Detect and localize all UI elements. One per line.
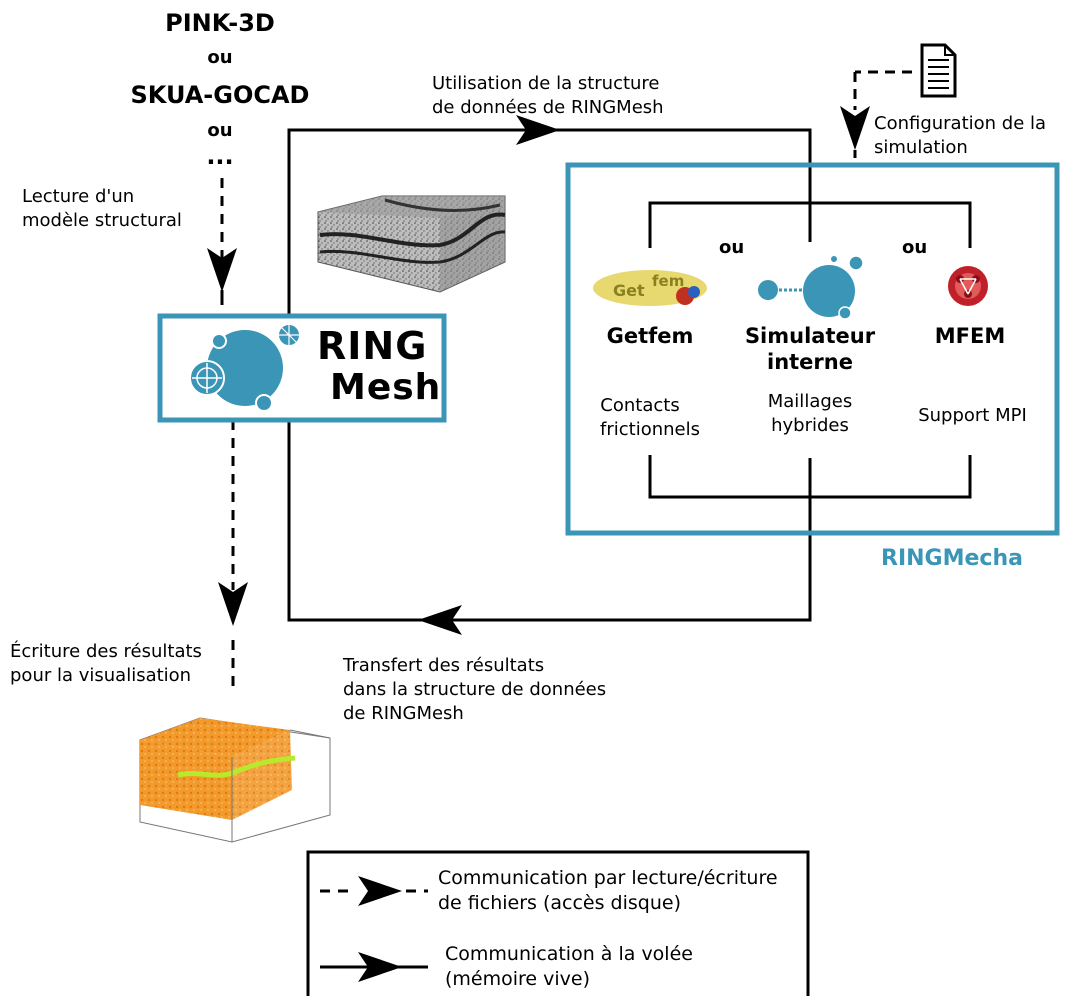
getfem-feature-1: Contacts [600,395,680,416]
solver-internal-name-1: Simulateur [744,324,876,348]
source-ellipsis: ... [206,142,234,170]
ringmesh-logo-icon [189,323,301,412]
getfem-feature-2: frictionnels [600,419,700,440]
source-or-2: ou [207,120,233,141]
solver-mfem-name: MFEM [934,324,1006,348]
data-flow-loop [287,115,812,635]
solver-internal-name-2: interne [767,350,853,374]
write-results-label-1: Écriture des résultats [10,641,202,662]
internal-feature-2: hybrides [771,415,849,436]
write-results-label-2: pour la visualisation [10,665,192,686]
solver-getfem-name: Getfem [606,324,694,348]
simulator-logo-icon [758,255,864,320]
source-or-1: ou [207,47,233,68]
source-skua-gocad: SKUA-GOCAD [130,81,310,109]
ringmesh-wordmark-line1: RING [317,324,428,368]
getfem-logo-text-2: fem [652,272,684,290]
legend-dashed-label-1: Communication par lecture/écriture [438,867,778,889]
read-model-dashed-arrow [207,178,237,305]
legend-solid-arrow [320,952,428,982]
getfem-logo-icon: Get fem [593,270,707,306]
use-structure-label-2: de données de RINGMesh [432,97,664,118]
internal-feature-1: Maillages [767,391,853,412]
read-model-label-1: Lecture d'un [22,186,135,207]
legend-solid-label-2: (mémoire vive) [445,968,591,990]
or-left: ou [719,237,745,258]
solver-brackets [648,201,972,499]
config-label-2: simulation [874,137,968,158]
use-structure-label-1: Utilisation de la structure [432,73,660,94]
legend-dashed-arrow [320,876,428,906]
document-icon [920,43,957,98]
geological-mesh-model [317,195,506,293]
ringmesh-wordmark-line2: Mesh [330,367,442,408]
read-model-label-2: modèle structural [22,210,182,231]
result-visualization [139,717,331,843]
source-pink3d: PINK-3D [165,9,275,37]
transfer-label-1: Transfert des résultats [343,655,545,676]
mfem-logo-icon [948,266,988,306]
legend-solid-label-1: Communication à la volée [445,943,693,965]
getfem-logo-text-1: Get [613,281,645,300]
ringmecha-title: RINGMecha [881,546,1023,571]
legend-dashed-label-2: de fichiers (accès disque) [438,892,681,914]
transfer-label-2: dans la structure de données [343,679,607,700]
transfer-label-3: de RINGMesh [343,703,464,724]
mfem-feature-1: Support MPI [918,405,1027,426]
or-right: ou [902,237,928,258]
config-dashed-arrow [840,70,912,165]
config-label-1: Configuration de la [874,113,1047,134]
ringmecha-box [565,162,1060,536]
write-results-dashed-arrow [218,420,248,688]
legend-box [306,850,810,996]
